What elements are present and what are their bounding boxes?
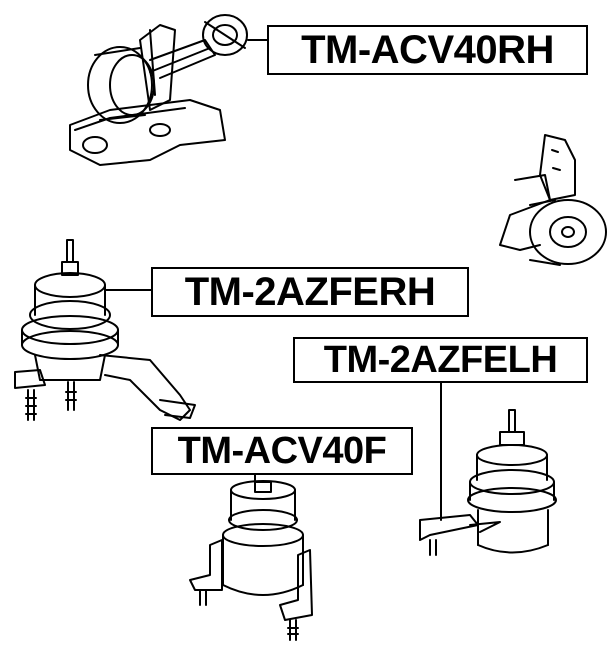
part-acv40rh-drawing [69, 14, 268, 166]
part-right-bracket-drawing [499, 134, 607, 266]
part-azfelh-drawing [419, 382, 557, 556]
part-azferh-drawing [14, 239, 196, 421]
part-label-acv40f: TM-ACV40F [151, 427, 413, 475]
part-acv40f-drawing [189, 474, 313, 641]
part-label-2azferh: TM-2AZFERH [151, 267, 469, 317]
part-label-acv40rh: TM-ACV40RH [267, 25, 588, 75]
part-label-2azfelh: TM-2AZFELH [293, 337, 588, 383]
